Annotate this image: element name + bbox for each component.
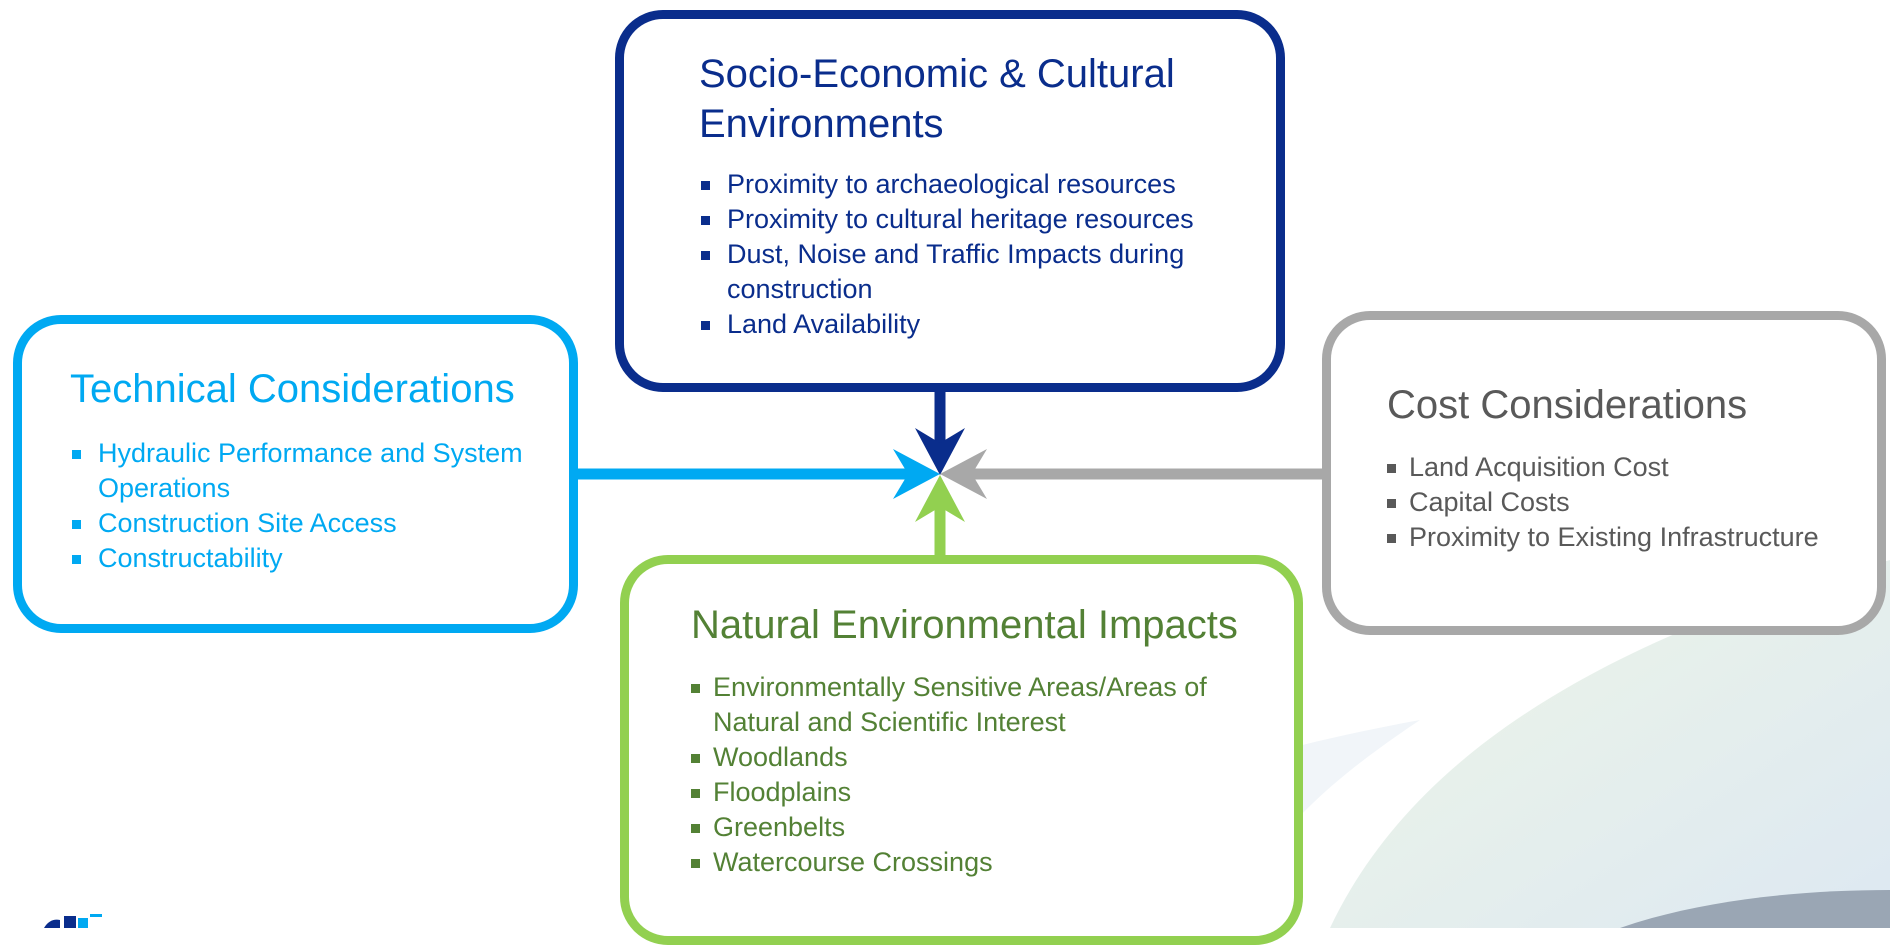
technical-considerations-title: Technical Considerations xyxy=(70,367,515,411)
list-item: Proximity to archaeological resources xyxy=(699,167,1206,202)
list-item: Constructability xyxy=(70,541,529,576)
list-item: Dust, Noise and Traffic Impacts during c… xyxy=(699,237,1206,307)
list-item: Greenbelts xyxy=(691,810,1254,845)
list-item: Hydraulic Performance and System Operati… xyxy=(70,436,529,506)
list-item: Construction Site Access xyxy=(70,506,529,541)
list-item: Proximity to cultural heritage resources xyxy=(699,202,1206,237)
list-item: Land Availability xyxy=(699,307,1206,342)
cost-considerations-box: Cost Considerations Land Acquisition Cos… xyxy=(1322,311,1886,635)
socio-economic-box: Socio-Economic & Cultural Environments P… xyxy=(615,10,1285,392)
natural-environmental-impacts-list: Environmentally Sensitive Areas/Areas of… xyxy=(691,670,1254,881)
cost-considerations-list: Land Acquisition Cost Capital Costs Prox… xyxy=(1387,450,1857,555)
cost-considerations-title: Cost Considerations xyxy=(1387,383,1748,427)
company-logo-icon xyxy=(44,914,102,928)
list-item: Capital Costs xyxy=(1387,485,1857,520)
socio-economic-title: Socio-Economic & Cultural Environments xyxy=(699,52,1175,146)
list-item: Environmentally Sensitive Areas/Areas of… xyxy=(691,670,1254,740)
socio-economic-list: Proximity to archaeological resources Pr… xyxy=(699,167,1206,342)
list-item: Floodplains xyxy=(691,775,1254,810)
natural-environmental-impacts-box: Natural Environmental Impacts Environmen… xyxy=(620,555,1303,945)
technical-considerations-list: Hydraulic Performance and System Operati… xyxy=(70,436,529,576)
technical-considerations-box: Technical Considerations Hydraulic Perfo… xyxy=(13,315,578,633)
list-item: Land Acquisition Cost xyxy=(1387,450,1857,485)
list-item: Watercourse Crossings xyxy=(691,845,1254,880)
list-item: Proximity to Existing Infrastructure xyxy=(1387,520,1857,555)
list-item: Woodlands xyxy=(691,740,1254,775)
natural-environmental-impacts-title: Natural Environmental Impacts xyxy=(691,603,1238,647)
